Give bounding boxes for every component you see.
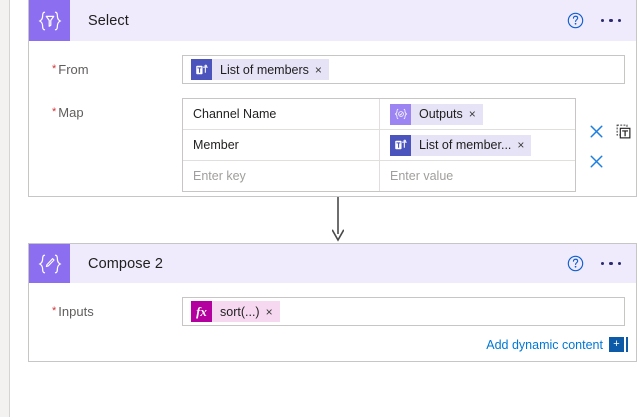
token-remove-icon[interactable]: ×: [265, 304, 273, 319]
card-title-select: Select: [88, 12, 129, 29]
field-label-inputs-text: Inputs: [58, 304, 94, 319]
map-row-actions-2: [589, 146, 604, 176]
map-table: Channel Name: [182, 98, 576, 192]
fx-expression-icon: fx: [191, 301, 212, 322]
map-key-placeholder: Enter key: [193, 169, 246, 183]
add-dynamic-content-icon[interactable]: +: [609, 337, 628, 352]
card-header-actions-compose-2: [567, 244, 625, 283]
map-key-input[interactable]: Enter key: [183, 161, 380, 191]
field-row-map: *Map Channel Name: [29, 98, 636, 192]
teams-icon: [191, 59, 212, 80]
field-label-from: *From: [52, 55, 182, 77]
select-braces-funnel-icon: [29, 0, 70, 41]
token-remove-icon[interactable]: ×: [517, 138, 525, 152]
token-remove-icon[interactable]: ×: [468, 107, 476, 121]
more-options-ellipsis-icon[interactable]: [598, 258, 625, 270]
token-outputs[interactable]: Outputs ×: [390, 103, 483, 125]
map-row: Member: [183, 130, 575, 161]
token-list-of-members-short[interactable]: List of member... ×: [390, 134, 532, 156]
add-dynamic-content-link[interactable]: Add dynamic content: [486, 337, 603, 352]
field-row-from: *From List of members ×: [29, 55, 636, 84]
map-key-input[interactable]: Member: [183, 130, 380, 160]
card-body-compose-2: *Inputs fx sort(...) × Add dynamic conte…: [29, 283, 636, 352]
map-key-text: Member: [193, 138, 239, 152]
field-label-inputs: *Inputs: [52, 297, 182, 319]
token-label: sort(...): [220, 304, 260, 319]
help-circle-icon[interactable]: [567, 255, 584, 272]
help-circle-icon[interactable]: [567, 12, 584, 29]
map-key-text: Channel Name: [193, 107, 277, 121]
compose-icon: [390, 103, 411, 125]
token-sort-expression[interactable]: fx sort(...) ×: [191, 301, 280, 322]
card-header-compose-2: Compose 2: [29, 244, 636, 283]
token-list-of-members[interactable]: List of members ×: [191, 59, 329, 80]
canvas-left-rail: [0, 0, 10, 417]
compose-braces-pencil-icon: [29, 244, 70, 283]
delete-row-x-icon[interactable]: [589, 124, 604, 139]
map-row-actions-1: [589, 116, 631, 146]
map-value-input[interactable]: Outputs ×: [380, 99, 576, 129]
card-body-select: *From List of members ×: [29, 41, 636, 192]
down-arrow-connector-icon: [331, 197, 345, 243]
field-label-map-text: Map: [58, 105, 84, 120]
inputs-input[interactable]: fx sort(...) ×: [182, 297, 625, 326]
map-value-input[interactable]: Enter value: [380, 161, 576, 191]
add-dynamic-content-row: Add dynamic content +: [486, 337, 628, 352]
map-row: Channel Name: [183, 99, 575, 130]
map-key-input[interactable]: Channel Name: [183, 99, 380, 129]
required-marker: *: [52, 106, 57, 118]
field-row-inputs: *Inputs fx sort(...) ×: [29, 297, 636, 326]
required-marker: *: [52, 305, 57, 317]
delete-row-x-icon[interactable]: [589, 154, 604, 169]
token-label: List of member...: [419, 138, 512, 152]
copy-clipboard-icon[interactable]: [616, 124, 631, 139]
flow-designer-canvas: Select *From: [11, 0, 640, 417]
more-options-ellipsis-icon[interactable]: [598, 15, 625, 27]
required-marker: *: [52, 63, 57, 75]
field-label-map: *Map: [52, 98, 182, 120]
map-row: Enter key Enter value: [183, 161, 575, 191]
map-value-input[interactable]: List of member... ×: [380, 130, 576, 160]
token-label: Outputs: [419, 107, 463, 121]
map-value-placeholder: Enter value: [390, 169, 454, 183]
field-label-from-text: From: [58, 62, 89, 77]
token-remove-icon[interactable]: ×: [314, 62, 322, 77]
action-card-select[interactable]: Select *From: [28, 0, 637, 197]
card-header-actions-select: [567, 0, 625, 41]
card-header-select: Select: [29, 0, 636, 41]
action-card-compose-2[interactable]: Compose 2 *Inputs: [28, 243, 637, 362]
teams-icon: [390, 134, 411, 156]
from-input[interactable]: List of members ×: [182, 55, 625, 84]
token-label: List of members: [220, 62, 309, 77]
card-title-compose-2: Compose 2: [88, 255, 164, 272]
